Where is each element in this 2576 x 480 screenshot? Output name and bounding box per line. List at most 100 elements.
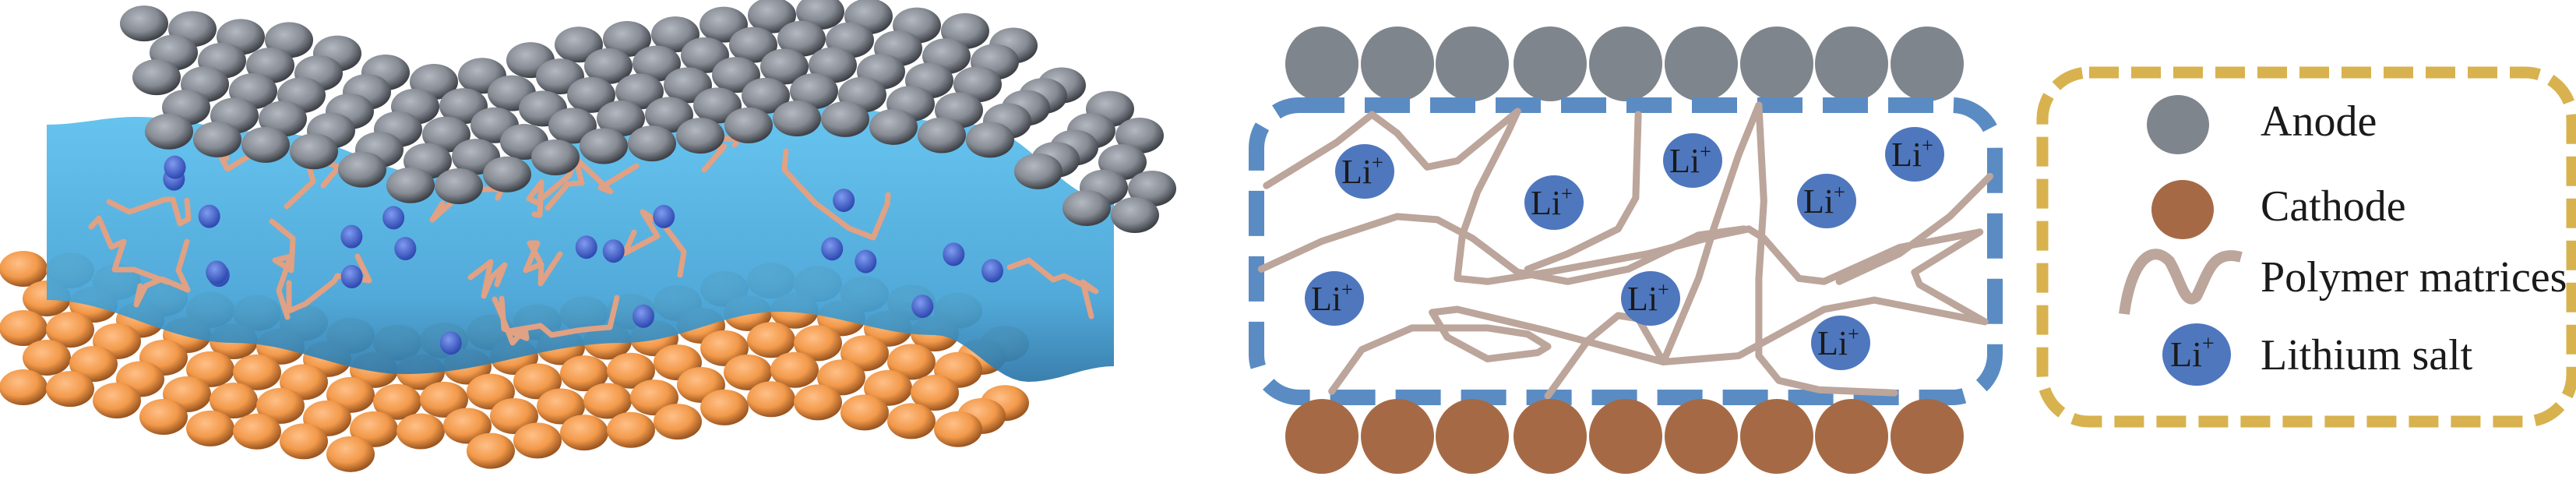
anode-sphere xyxy=(729,26,777,63)
polymer-chain xyxy=(1759,105,1894,393)
cathode-sphere xyxy=(583,383,632,419)
anode-sphere xyxy=(724,107,773,143)
lithium-ion-sphere xyxy=(575,235,597,259)
anode-sphere xyxy=(145,113,193,150)
lithium-ion-label: Li+ xyxy=(1891,134,1933,174)
anode-sphere xyxy=(748,0,796,34)
anode-sphere xyxy=(193,121,241,157)
lithium-ion-circle xyxy=(1797,174,1856,228)
cathode-sphere xyxy=(186,410,234,446)
lithium-ion-circle xyxy=(1335,144,1394,199)
anode-sphere xyxy=(584,48,633,84)
polymer-chain xyxy=(1267,111,1980,281)
polymer-strand xyxy=(88,215,171,285)
anode-sphere xyxy=(760,48,809,85)
lithium-ion-sphere xyxy=(340,224,363,249)
cathode-sphere xyxy=(186,351,234,387)
cathode-sphere xyxy=(654,404,702,440)
cathode-sphere xyxy=(280,423,328,460)
lithium-ion-sphere xyxy=(632,304,654,328)
legend-label-polymer: Polymer matrices xyxy=(2261,253,2567,302)
lithium-ion: Li+ xyxy=(1621,271,1680,326)
lithium-swatch-icon xyxy=(2162,323,2231,386)
polymer-strand xyxy=(523,240,563,287)
anode-sphere xyxy=(742,77,790,114)
cathode-sphere xyxy=(420,381,468,418)
cathode-sphere xyxy=(443,408,492,444)
anode-sphere xyxy=(773,100,821,136)
lithium-ion-label: Li+ xyxy=(1817,323,1859,362)
lithium-ion-sphere xyxy=(439,331,462,355)
polymer-chain xyxy=(1261,217,1743,281)
cathode-sphere xyxy=(326,436,375,472)
anode-sphere xyxy=(567,76,615,113)
anode-sphere xyxy=(241,126,290,163)
cathode-sphere xyxy=(350,411,398,447)
lithium-ions: Li+Li+Li+Li+Li+Li+Li+Li+ xyxy=(1305,127,1944,370)
anode-sphere xyxy=(132,59,181,96)
anode-particle xyxy=(1361,26,1434,101)
lithium-ion-sphere xyxy=(382,206,405,230)
cathode-particle xyxy=(1514,399,1587,474)
lithium-ion: Li+ xyxy=(1811,316,1870,370)
anode-particle xyxy=(1436,26,1509,101)
cathode-sphere xyxy=(794,325,842,362)
anode-sphere xyxy=(386,167,435,203)
cathode-sphere xyxy=(0,369,48,405)
lithium-ion-circle xyxy=(1305,271,1364,326)
cathode-sphere xyxy=(23,340,71,376)
cathode-particle xyxy=(1589,399,1662,474)
cathode-sphere xyxy=(233,354,281,390)
lithium-ion: Li+ xyxy=(1885,127,1944,182)
lithium-swatch-label: Li+ xyxy=(2170,332,2215,374)
lithium-ion-label: Li+ xyxy=(1311,278,1353,318)
lithium-ion-sphere xyxy=(833,189,855,213)
anode-sphere xyxy=(120,5,168,42)
anode-sphere xyxy=(531,139,580,175)
anode-sphere xyxy=(777,20,826,57)
polymer-strand xyxy=(106,196,192,227)
lithium-ion: Li+ xyxy=(1663,133,1722,188)
lithium-ion-label: Li+ xyxy=(1341,151,1383,191)
anode-particle xyxy=(1740,26,1813,101)
cathode-sphere xyxy=(93,382,141,418)
lithium-ion-sphere xyxy=(602,239,625,263)
polymer-chains xyxy=(1261,105,1989,396)
anode-sphere xyxy=(645,97,693,133)
cathode-particle xyxy=(1361,399,1434,474)
lithium-ion: Li+ xyxy=(1305,271,1364,326)
anode-sphere xyxy=(966,122,1014,158)
lithium-ion-label: Li+ xyxy=(1531,182,1573,222)
anode-sphere xyxy=(628,125,676,162)
cathode-sphere xyxy=(467,432,515,469)
cathode-sphere xyxy=(210,383,258,418)
cathode-sphere xyxy=(560,355,608,392)
cathode-swatch-icon xyxy=(2151,180,2214,239)
anode-sphere xyxy=(1115,118,1164,154)
anode-sphere xyxy=(338,151,386,188)
anode-sphere xyxy=(615,73,664,110)
cathode-particle xyxy=(1815,399,1888,474)
cathode-sphere xyxy=(256,387,305,424)
polymer-strand xyxy=(526,155,579,218)
lithium-ion-sphere xyxy=(981,259,1003,283)
cathode-sphere xyxy=(607,411,655,448)
anode-sphere xyxy=(555,26,603,63)
lithium-ion: Li+ xyxy=(1524,175,1584,230)
cathode-sphere xyxy=(46,371,94,408)
anode-sphere xyxy=(435,168,483,205)
anode-row xyxy=(1285,26,1964,101)
lithium-ion-sphere xyxy=(164,155,186,179)
lithium-ion-circle xyxy=(1811,316,1870,370)
anode-particle xyxy=(1589,26,1662,101)
polymer-strand xyxy=(506,295,620,338)
lithium-ion-sphere xyxy=(855,249,877,274)
anode-sphere xyxy=(422,116,470,153)
cathode-sphere xyxy=(724,354,772,390)
legend-label-anode: Anode xyxy=(2261,97,2377,146)
anode-sphere xyxy=(1111,197,1159,233)
anode-particle xyxy=(1891,26,1964,101)
legend-border xyxy=(2036,66,2576,428)
cathode-sphere xyxy=(817,359,865,396)
